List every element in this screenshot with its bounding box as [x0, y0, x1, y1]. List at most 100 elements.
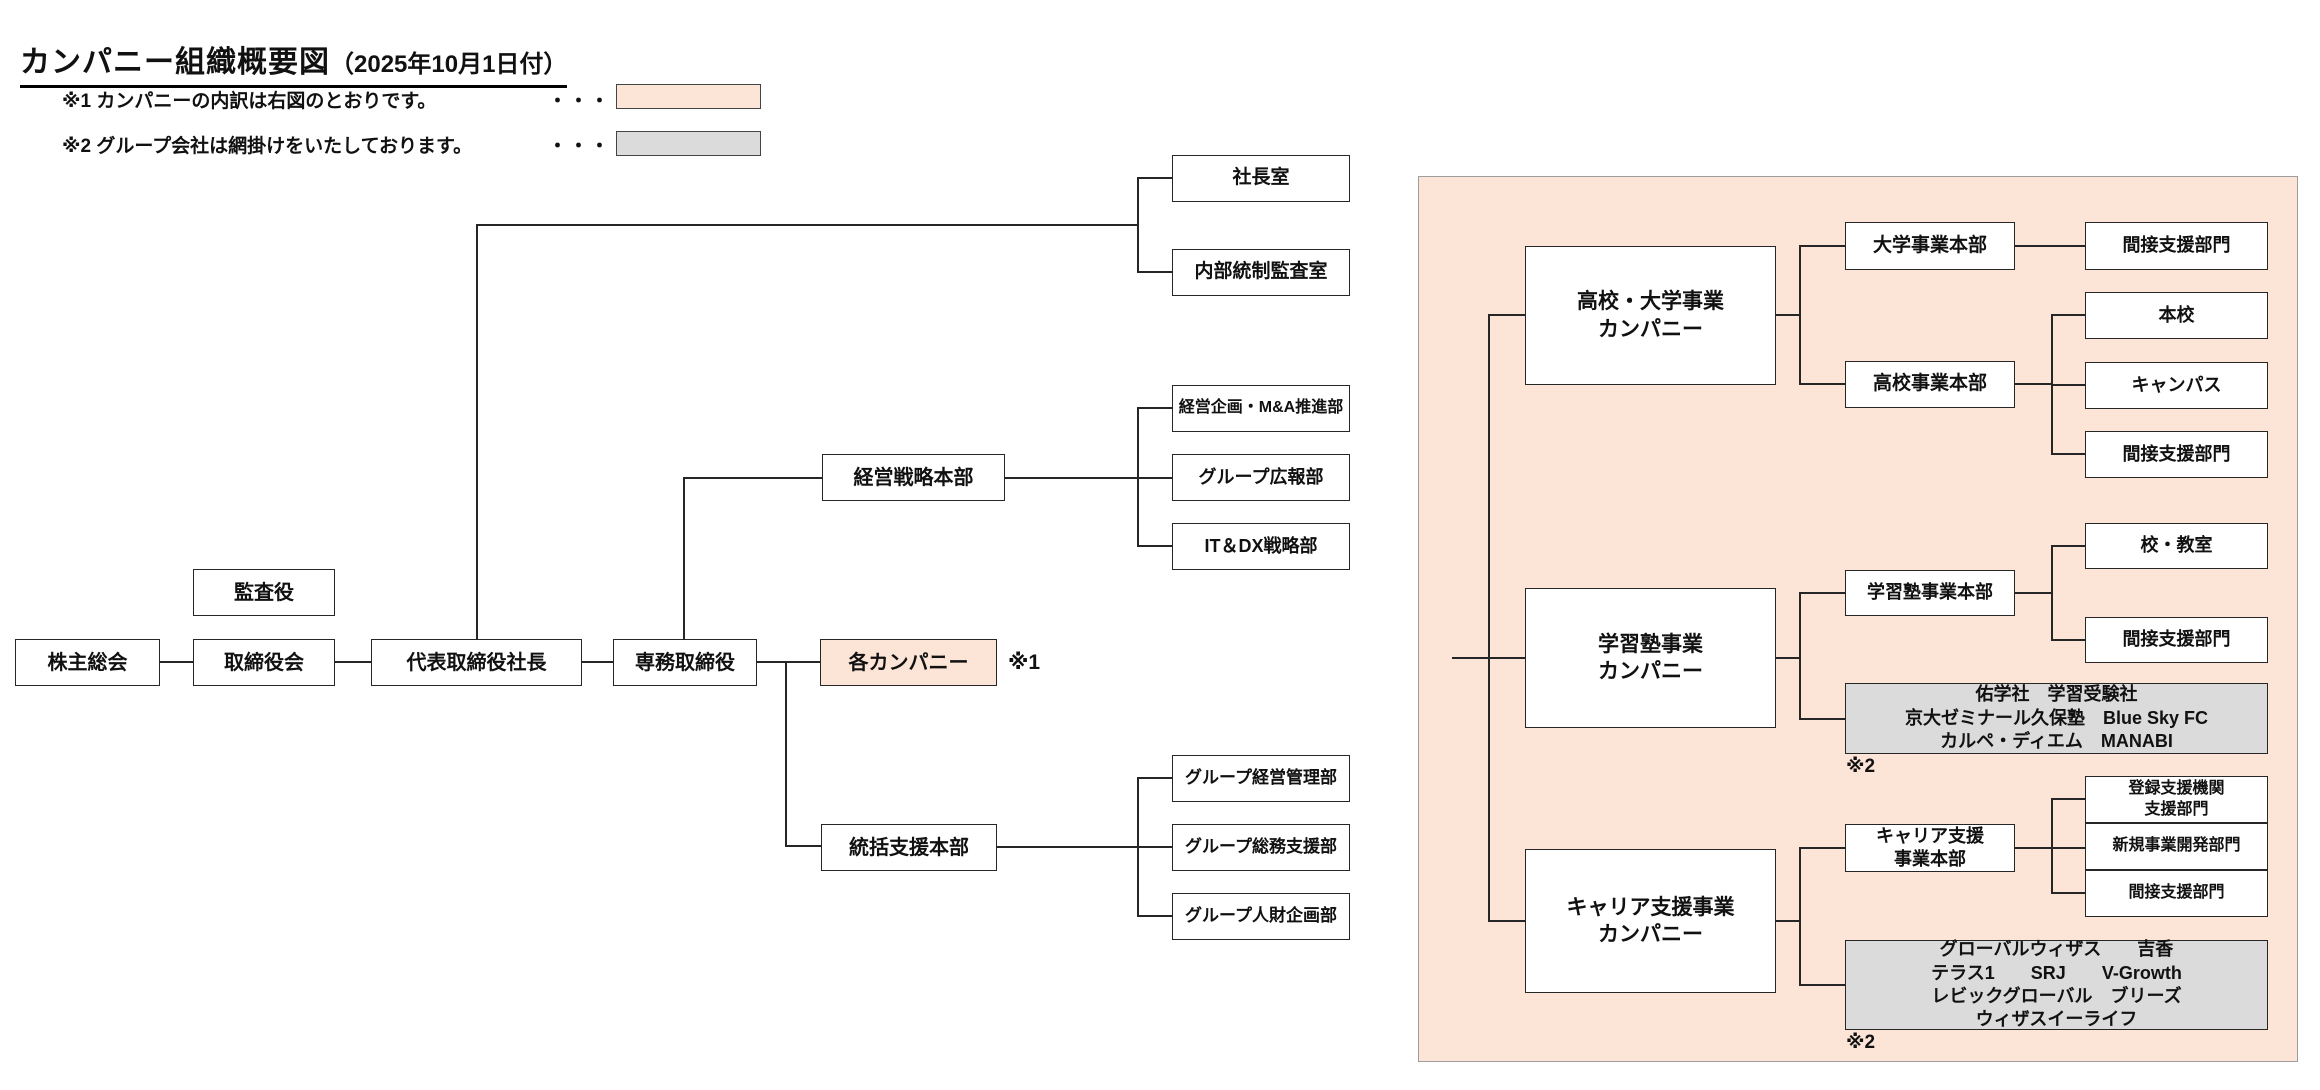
node-school-classrooms-label: 校・教室: [2140, 535, 2213, 556]
node-indirect-support-dept-career: 間接支援部門: [2085, 870, 2268, 917]
node-group-management-dept-label: グループ経営管理部: [1185, 768, 1337, 788]
ref-mark-1: ※1: [1008, 651, 1041, 674]
connector-line: [1137, 777, 1139, 917]
connector-line: [1137, 545, 1172, 547]
node-president-ceo: 代表取締役社長: [371, 639, 582, 686]
page-title-date: （2025年10月1日付）: [330, 51, 568, 79]
connector-line: [683, 477, 685, 639]
node-juku-group-companies-label: カルペ・ディエム MANABI: [1940, 731, 2173, 752]
connector-line: [1004, 477, 1139, 479]
node-group-pr-dept-label: グループ広報部: [1198, 466, 1324, 487]
node-juku-business-hq-label: 学習塾事業本部: [1867, 582, 1993, 603]
node-juku-company: 学習塾事業カンパニー: [1525, 588, 1776, 728]
connector-line: [683, 477, 822, 479]
note-1-dots: ・・・: [548, 90, 612, 112]
connector-line: [2051, 892, 2085, 894]
connector-line: [2015, 383, 2052, 385]
node-presidents-office: 社長室: [1172, 155, 1350, 202]
node-corporate-planning-ma-dept: 経営企画・M&A推進部: [1172, 385, 1350, 432]
node-auditors: 監査役: [193, 569, 335, 616]
note-2-text: ※2 グループ会社は網掛けをいたしております。: [62, 135, 473, 157]
page-title: カンパニー組織概要図（2025年10月1日付）: [20, 37, 568, 89]
connector-line: [1799, 984, 1845, 986]
connector-line: [1488, 314, 1525, 316]
node-career-group-companies-label: テラス1 SRJ V-Growth: [1931, 962, 2182, 983]
connector-line: [1799, 718, 1845, 720]
node-new-business-dev-dept: 新規事業開発部門: [2085, 823, 2268, 870]
node-highschool-university-company: 高校・大学事業カンパニー: [1525, 246, 1776, 385]
connector-line: [2051, 453, 2085, 455]
ref-mark-2a: ※2: [1846, 756, 1876, 777]
node-group-general-affairs-dept: グループ総務支援部: [1172, 824, 1350, 871]
node-general-support-hq: 統括支援本部: [821, 824, 997, 871]
node-career-group-companies-label: レビックグローバル ブリーズ: [1931, 986, 2182, 1006]
page-title-main: カンパニー組織概要図: [20, 46, 330, 80]
connector-line: [2051, 384, 2085, 386]
node-career-support-business-hq-label: キャリア支援: [1876, 825, 1984, 846]
connector-line: [2015, 592, 2052, 594]
node-juku-company-label: カンパニー: [1598, 660, 1703, 683]
node-campus-label: キャンパス: [2131, 374, 2222, 395]
connector-line: [1488, 920, 1525, 922]
node-registered-support-org-dept-label: 支援部門: [2144, 800, 2209, 818]
node-indirect-support-dept-highschool-label: 間接支援部門: [2122, 443, 2231, 464]
node-each-company: 各カンパニー: [820, 639, 997, 686]
connector-line: [335, 661, 371, 663]
node-career-support-company-label: カンパニー: [1598, 923, 1703, 946]
legend-company-swatch: [616, 84, 761, 109]
connector-line: [2051, 314, 2085, 316]
node-group-hr-planning-dept: グループ人財企画部: [1172, 893, 1350, 940]
connector-line: [1799, 383, 1845, 385]
node-indirect-support-dept-univ: 間接支援部門: [2085, 222, 2268, 270]
node-group-hr-planning-dept-label: グループ人財企画部: [1185, 906, 1337, 926]
node-group-general-affairs-dept-label: グループ総務支援部: [1185, 837, 1337, 857]
connector-line: [1137, 777, 1172, 779]
node-career-support-company: キャリア支援事業カンパニー: [1525, 849, 1776, 993]
node-indirect-support-dept-juku: 間接支援部門: [2085, 617, 2268, 663]
node-indirect-support-dept-juku-label: 間接支援部門: [2122, 629, 2231, 650]
node-main-school: 本校: [2085, 292, 2268, 339]
node-it-dx-strategy-dept-label: IT＆DX戦略部: [1204, 535, 1318, 556]
connector-line: [2051, 545, 2085, 547]
connector-line: [160, 661, 193, 663]
connector-line: [476, 224, 478, 639]
node-highschool-university-company-label: 高校・大学事業: [1577, 290, 1724, 314]
node-auditors-label: 監査役: [234, 581, 294, 604]
node-juku-company-label: 学習塾事業: [1598, 632, 1703, 656]
connector-line: [757, 661, 820, 663]
node-registered-support-org-dept-label: 登録支援機関: [2128, 779, 2225, 797]
node-internal-control-audit-office: 内部統制監査室: [1172, 249, 1350, 296]
node-corporate-planning-ma-dept-label: 経営企画・M&A推進部: [1178, 399, 1344, 417]
node-shareholders-meeting-label: 株主総会: [47, 651, 128, 674]
connector-line: [1799, 245, 1801, 385]
connector-line: [476, 224, 1139, 226]
connector-line: [1488, 314, 1490, 922]
connector-line: [1137, 407, 1172, 409]
connector-line: [2051, 639, 2085, 641]
node-main-school-label: 本校: [2158, 304, 2195, 325]
connector-line: [2051, 545, 2053, 641]
node-group-management-dept: グループ経営管理部: [1172, 755, 1350, 802]
node-shareholders-meeting: 株主総会: [15, 639, 160, 686]
node-career-support-business-hq-label: 事業本部: [1894, 849, 1966, 869]
connector-line: [2051, 798, 2085, 800]
node-career-group-companies-label: ウィザスイーライフ: [1975, 1009, 2138, 1030]
node-board-of-directors-label: 取締役会: [224, 651, 304, 674]
node-corporate-strategy-hq-label: 経営戦略本部: [853, 466, 974, 489]
node-group-pr-dept: グループ広報部: [1172, 454, 1350, 501]
connector-line: [2015, 245, 2085, 247]
node-indirect-support-dept-univ-label: 間接支援部門: [2122, 235, 2231, 256]
node-highschool-business-hq: 高校事業本部: [1845, 361, 2015, 408]
node-university-business-hq-label: 大学事業本部: [1872, 234, 1987, 256]
note-2-dots: ・・・: [548, 135, 612, 157]
connector-line: [1799, 847, 1801, 986]
node-highschool-university-company-label: カンパニー: [1598, 317, 1703, 341]
node-career-support-company-label: キャリア支援事業: [1566, 895, 1735, 919]
connector-line: [1137, 915, 1172, 917]
node-senior-managing-director-label: 専務取締役: [635, 651, 735, 674]
node-presidents-office-label: 社長室: [1232, 167, 1290, 189]
node-corporate-strategy-hq: 経営戦略本部: [822, 454, 1005, 501]
node-new-business-dev-dept-label: 新規事業開発部門: [2112, 837, 2241, 855]
